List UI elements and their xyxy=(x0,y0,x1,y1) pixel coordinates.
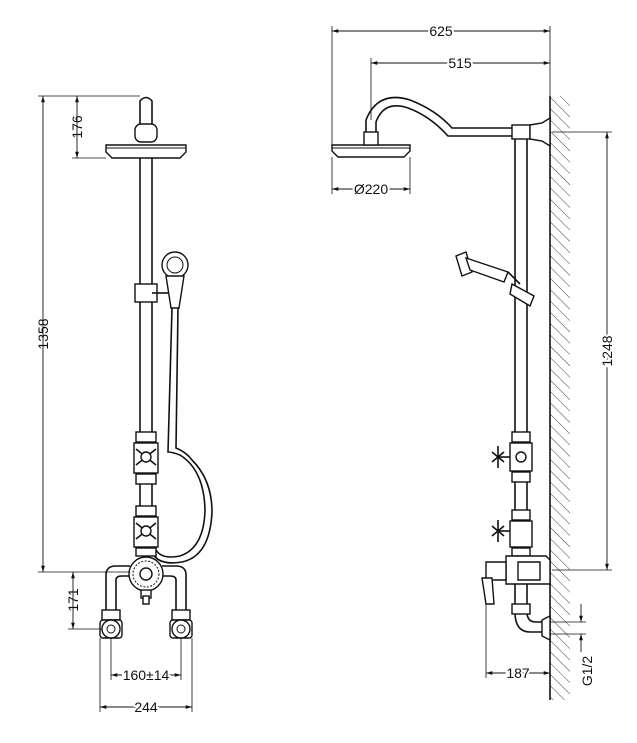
side-hand-shower xyxy=(455,251,521,285)
front-hand-shower-handle xyxy=(165,275,185,309)
side-tee xyxy=(511,124,531,140)
wall-hatch xyxy=(550,96,570,700)
side-cross-handle-2 xyxy=(491,520,510,542)
front-top-pipe xyxy=(139,96,153,128)
side-slide-bracket xyxy=(509,282,535,308)
side-shower-head xyxy=(331,144,411,158)
side-view xyxy=(331,96,570,700)
dim-160-14: 160±14 xyxy=(123,667,170,683)
dim-176: 176 xyxy=(69,115,85,139)
dim-g1-2: G1/2 xyxy=(579,656,595,687)
front-hose xyxy=(154,307,206,558)
front-valve-1-nut-top xyxy=(135,431,157,443)
side-dimensions: 625 515 Ø220 1248 187 G1/2 xyxy=(331,21,617,687)
front-inlet-left xyxy=(99,609,123,639)
front-inlet-right xyxy=(169,609,193,639)
front-mixer xyxy=(105,556,187,610)
dim-d220: Ø220 xyxy=(354,181,388,197)
dim-171: 171 xyxy=(65,588,81,612)
side-wall-flange-top xyxy=(529,116,551,148)
front-collar xyxy=(134,123,158,143)
side-head-joint xyxy=(363,131,379,146)
dim-625: 625 xyxy=(429,23,453,39)
dim-244: 244 xyxy=(134,699,158,715)
dim-1248: 1248 xyxy=(599,335,615,366)
front-shower-head xyxy=(105,144,187,159)
dim-1358: 1358 xyxy=(35,318,51,349)
front-view xyxy=(99,96,213,639)
front-valve-1-nut-bottom xyxy=(135,473,157,485)
front-hand-shower-head xyxy=(161,251,189,279)
front-dimensions: 176 1358 171 160±14 244 xyxy=(35,95,193,717)
dim-515: 515 xyxy=(448,55,472,71)
side-cross-handle-1 xyxy=(491,446,510,468)
dim-187: 187 xyxy=(506,665,530,681)
side-valve-2-body xyxy=(509,520,533,548)
front-valve-1-body xyxy=(133,442,159,474)
side-mixer xyxy=(481,555,551,605)
side-wall-flange-bottom xyxy=(541,614,551,642)
front-cross-handle-1 xyxy=(135,448,157,466)
side-arm xyxy=(365,96,512,132)
front-cross-handle-2 xyxy=(135,522,157,540)
